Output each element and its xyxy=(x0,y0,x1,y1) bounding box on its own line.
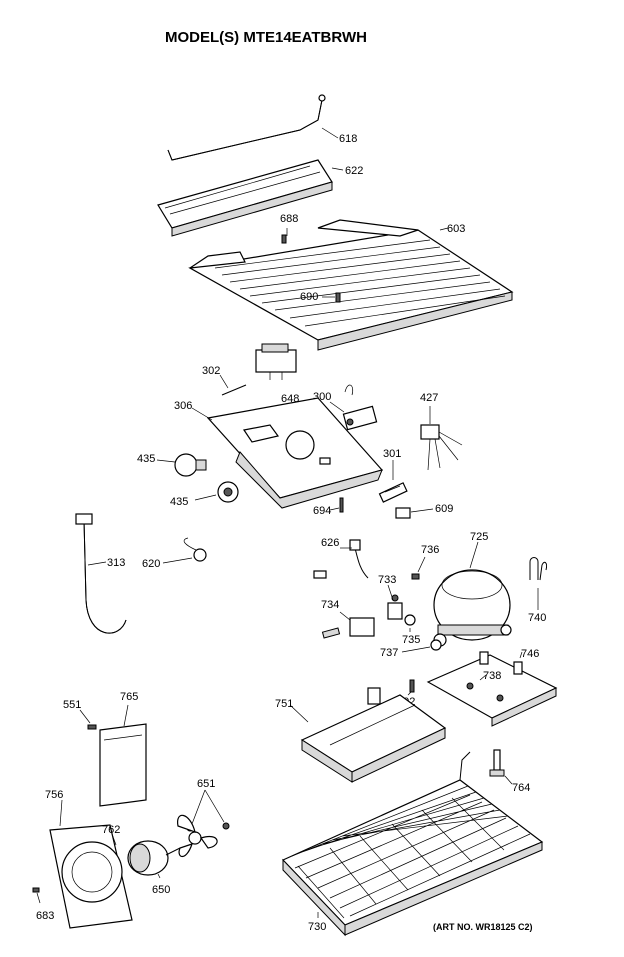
part-737-drawing xyxy=(430,639,442,651)
part-734-drawing xyxy=(321,617,375,639)
part-725-compressor xyxy=(433,569,512,647)
label-618: 618 xyxy=(339,133,357,145)
part-740-drawing xyxy=(529,557,547,581)
part-626-drawing xyxy=(313,539,369,579)
part-435-bulb xyxy=(174,453,207,477)
label-435-bulb: 435 xyxy=(137,453,155,465)
part-300-drawing xyxy=(342,384,378,431)
part-306-housing xyxy=(206,397,384,509)
part-648-drawing xyxy=(255,343,297,380)
label-740: 740 xyxy=(528,612,546,624)
part-618-drawing xyxy=(167,94,326,161)
label-651: 651 xyxy=(197,778,215,790)
label-306: 306 xyxy=(174,400,192,412)
label-735: 735 xyxy=(402,634,420,646)
part-609-drawing xyxy=(395,507,411,519)
label-764: 764 xyxy=(512,782,530,794)
art-number: (ART NO. WR18125 C2) xyxy=(433,922,533,932)
part-622-drawing xyxy=(157,159,333,237)
part-730-condenser xyxy=(281,751,544,937)
label-756: 756 xyxy=(45,789,63,801)
part-765-drawing xyxy=(99,723,147,807)
label-427: 427 xyxy=(420,392,438,404)
part-551-drawing xyxy=(87,724,97,730)
label-738: 738 xyxy=(483,670,501,682)
part-313-drain-tube xyxy=(75,513,127,634)
label-690: 690 xyxy=(300,291,318,303)
label-551: 551 xyxy=(63,699,81,711)
part-736-drawing xyxy=(411,573,420,580)
part-603-shelf xyxy=(188,219,514,351)
part-688-screw xyxy=(281,234,287,244)
label-609: 609 xyxy=(435,503,453,515)
part-650-fan-motor xyxy=(127,840,181,876)
label-650: 650 xyxy=(152,884,170,896)
label-730: 730 xyxy=(308,921,326,933)
label-435-socket: 435 xyxy=(170,496,188,508)
part-746-base-plate xyxy=(426,651,558,727)
part-764-drawing xyxy=(489,749,505,777)
label-622: 622 xyxy=(345,165,363,177)
label-313: 313 xyxy=(107,557,125,569)
label-725: 725 xyxy=(470,531,488,543)
part-435-socket xyxy=(217,481,239,503)
label-694: 694 xyxy=(313,505,331,517)
label-736: 736 xyxy=(421,544,439,556)
label-688: 688 xyxy=(280,213,298,225)
label-603: 603 xyxy=(447,223,465,235)
part-694-screw xyxy=(339,497,344,513)
label-620: 620 xyxy=(142,558,160,570)
label-746: 746 xyxy=(521,648,539,660)
part-620-drawing xyxy=(183,537,207,562)
fan-blade-drawing xyxy=(177,814,218,858)
label-751: 751 xyxy=(275,698,293,710)
label-626: 626 xyxy=(321,537,339,549)
part-733-drawing xyxy=(387,594,403,620)
part-427-drawing xyxy=(420,424,463,471)
part-683-screw xyxy=(32,887,40,893)
part-302-drawing xyxy=(221,384,247,396)
label-733: 733 xyxy=(378,574,396,586)
label-301: 301 xyxy=(383,448,401,460)
part-602-drawing xyxy=(409,679,415,693)
part-301-drawing xyxy=(378,482,408,503)
part-756-fan-bracket xyxy=(49,824,133,929)
model-title: MODEL(S) MTE14EATBRWH xyxy=(165,29,367,46)
label-737: 737 xyxy=(380,647,398,659)
label-765: 765 xyxy=(120,691,138,703)
part-751-drain-pan xyxy=(300,687,447,783)
label-734: 734 xyxy=(321,599,339,611)
label-683: 683 xyxy=(36,910,54,922)
part-735-drawing xyxy=(404,614,416,626)
part-690-screw xyxy=(335,292,341,303)
label-762: 762 xyxy=(102,824,120,836)
label-302: 302 xyxy=(202,365,220,377)
